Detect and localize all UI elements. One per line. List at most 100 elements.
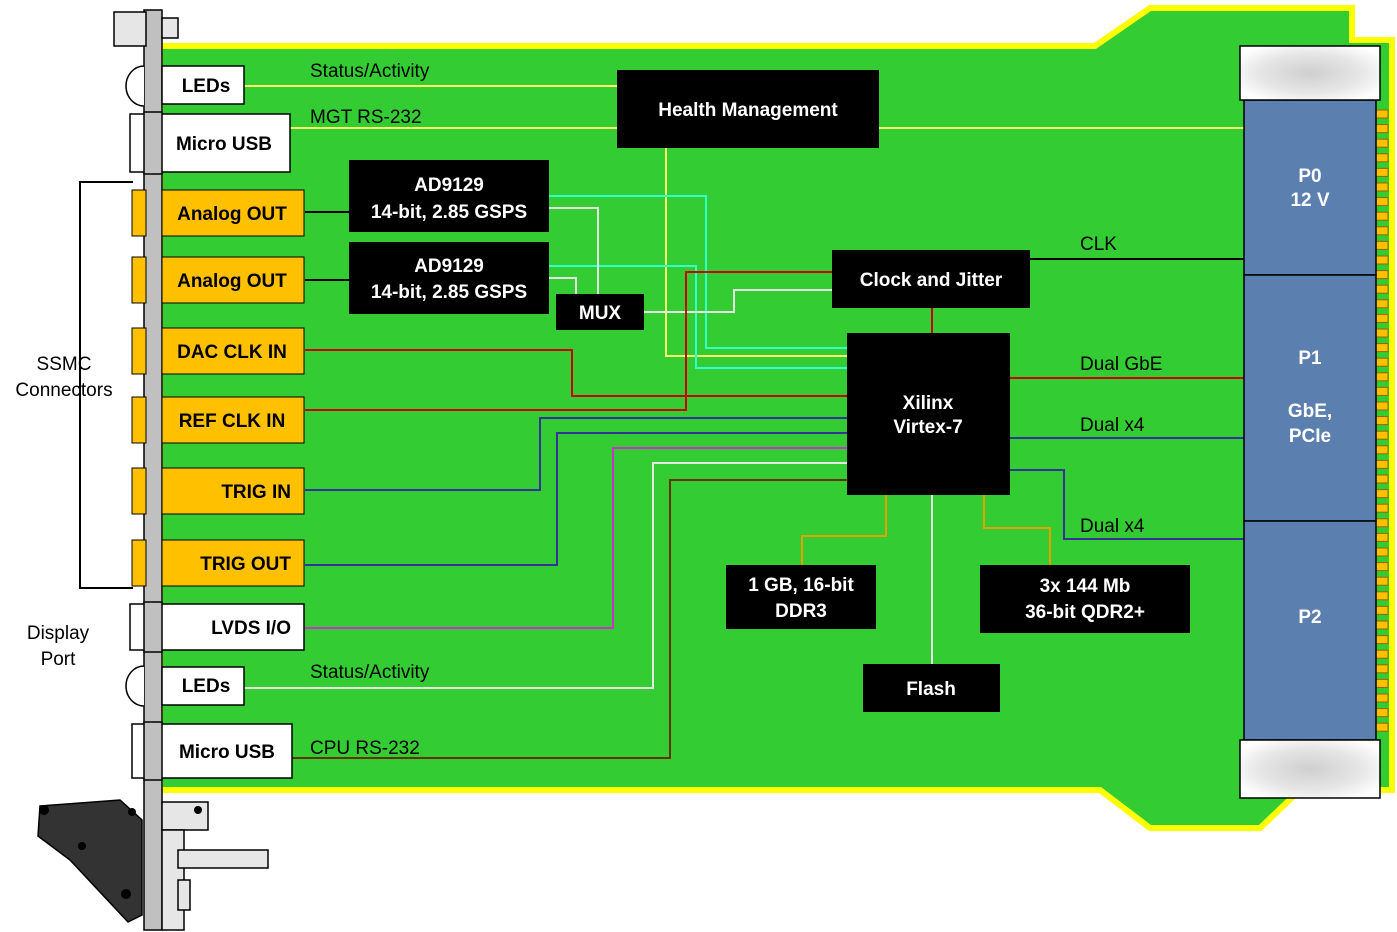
p2-label: P2 [1298, 607, 1321, 628]
wires [244, 85, 1244, 759]
wire-dac-clk [305, 349, 847, 397]
wire-lvds [305, 447, 847, 629]
wire-dual-x4-p2 [1010, 469, 1244, 540]
p0-label-line2: 12 V [1290, 190, 1329, 211]
analog-out-2-label: Analog OUT [177, 271, 287, 292]
wire-fpga-qdr [983, 495, 1051, 565]
backplane-pin [1375, 182, 1389, 192]
backplane-pin [1375, 197, 1389, 207]
health-management-block [617, 70, 879, 148]
trig-out-connector [161, 539, 305, 587]
p1-label-line3: PCIe [1289, 426, 1331, 447]
backplane-pins [1375, 109, 1389, 732]
backplane-pin [1375, 503, 1389, 513]
label-status-activity-bottom: Status/Activity [310, 662, 430, 683]
trig-out-tab [131, 539, 147, 587]
handle-bracket [161, 801, 209, 831]
trig-in-label: TRIG IN [221, 482, 291, 503]
p1-label-line1: P1 [1298, 348, 1322, 369]
backplane-pin [1375, 430, 1389, 440]
backplane-pin [1375, 547, 1389, 557]
clock-jitter-block [832, 250, 1030, 308]
backplane-pin [1375, 124, 1389, 134]
panel-top-screw [113, 11, 147, 47]
backplane-pin [1375, 474, 1389, 484]
backplane-pin [1375, 591, 1389, 601]
handle-stub [177, 879, 191, 911]
wire-trig-out [305, 432, 847, 566]
backplane-pin [1375, 678, 1389, 688]
analog-out-1-connector [161, 189, 305, 237]
backplane-pin [1375, 211, 1389, 221]
backplane-pin [1375, 226, 1389, 236]
wire-hm-fpga [665, 148, 847, 357]
ejector-handle [37, 799, 143, 923]
backplane-pin [1375, 255, 1389, 265]
backplane-pin [1375, 532, 1389, 542]
wire-cpu-rs232 [292, 479, 847, 759]
backplane-pin [1375, 562, 1389, 572]
ref-clk-in-label: REF CLK IN [179, 411, 286, 432]
analog-out-2-connector [161, 256, 305, 304]
ref-clk-in-tab [131, 396, 147, 444]
trig-in-tab [131, 467, 147, 515]
wire-fpga-ddr3 [801, 495, 887, 565]
clock-jitter-label: Clock and Jitter [860, 270, 1003, 291]
ssmc-bracket [79, 181, 133, 589]
backplane-pin [1375, 576, 1389, 586]
fpga-label-line1: Xilinx [903, 393, 954, 414]
wire-dac2-fpga [549, 265, 847, 369]
display-port-label-line1: Display [27, 623, 90, 644]
analog-out-1-tab [131, 189, 147, 237]
display-port-label-line2: Port [41, 649, 77, 670]
backplane-pin [1375, 343, 1389, 353]
backplane-pin [1375, 167, 1389, 177]
led-lens-bottom [125, 665, 145, 707]
backplane-pin [1375, 620, 1389, 630]
lvds-io-label: LVDS I/O [211, 618, 291, 639]
qdr-label-line1: 3x 144 Mb [1040, 576, 1131, 597]
ssmc-label-line1: SSMC [37, 354, 92, 375]
backplane-bottom-cap [1239, 739, 1381, 799]
wire-mux-clock [644, 289, 832, 313]
micro-usb-top-label: Micro USB [176, 134, 272, 155]
panel-top-tab [161, 17, 179, 39]
ssmc-connectors: Analog OUT Analog OUT DAC CLK IN REF CLK… [131, 189, 305, 587]
handle-lever [177, 849, 269, 869]
backplane-pin [1375, 328, 1389, 338]
dac-clk-in-tab [131, 327, 147, 375]
trig-out-label: TRIG OUT [200, 554, 291, 575]
backplane-pin [1375, 401, 1389, 411]
trig-in-connector [161, 467, 305, 515]
backplane-p2 [1243, 520, 1377, 741]
fpga-label-line2: Virtex-7 [893, 417, 962, 438]
leds-top-connector [161, 65, 245, 105]
backplane-pin [1375, 693, 1389, 703]
backplane-pin [1375, 284, 1389, 294]
handle-screw [121, 889, 131, 899]
dac2-label-line1: AD9129 [414, 256, 484, 277]
mux-block [556, 294, 644, 330]
wire-ref-clk [305, 271, 832, 411]
label-dual-x4-p1: Dual x4 [1080, 415, 1145, 436]
qdr-block [980, 565, 1190, 633]
backplane-pin [1375, 357, 1389, 367]
label-mgt-rs232: MGT RS-232 [310, 107, 422, 128]
backplane-pin [1375, 722, 1389, 732]
label-status-activity-top: Status/Activity [310, 61, 430, 82]
analog-out-1-label: Analog OUT [177, 204, 287, 225]
backplane-pin [1375, 109, 1389, 119]
backplane-pin [1375, 664, 1389, 674]
label-cpu-rs232: CPU RS-232 [310, 738, 420, 759]
handle-screw [128, 808, 136, 816]
backplane-pin [1375, 386, 1389, 396]
backplane-pin [1375, 459, 1389, 469]
backplane-pin [1375, 138, 1389, 148]
ssmc-label-line2: Connectors [15, 380, 112, 401]
backplane-pin [1375, 489, 1389, 499]
qdr-label-line2: 36-bit QDR2+ [1025, 602, 1145, 623]
panel-overlap [143, 601, 163, 653]
wire-dac1-mux [549, 207, 599, 294]
fpga-block [847, 333, 1010, 495]
flash-block [863, 664, 1000, 712]
